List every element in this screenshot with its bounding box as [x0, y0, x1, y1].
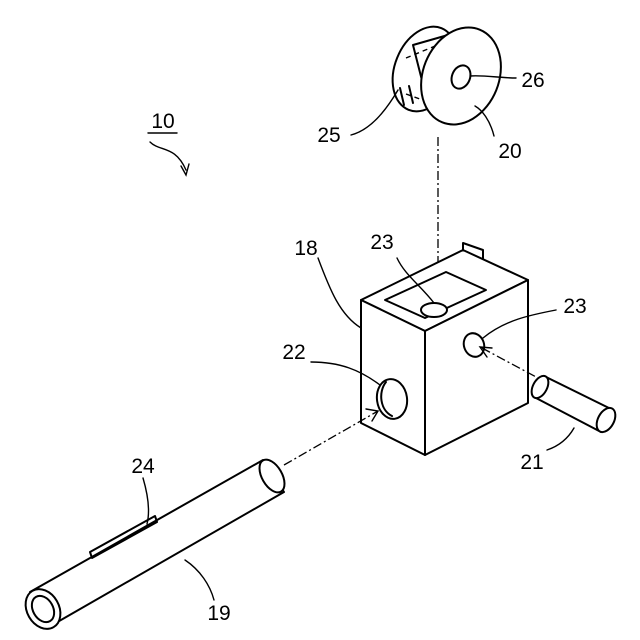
label-pin-hole-top: 23 [370, 231, 393, 254]
label-pulley: 20 [498, 140, 521, 163]
leader-21 [547, 428, 574, 450]
label-assembly: 10 [151, 110, 174, 133]
leader-24 [143, 478, 148, 524]
tube-19 [19, 455, 290, 635]
leader-10-arrow [181, 164, 189, 175]
leader-25 [351, 90, 398, 135]
pulley-20 [381, 15, 515, 136]
label-pin: 21 [520, 451, 543, 474]
label-axle-hole: 26 [521, 69, 544, 92]
label-groove: 25 [317, 124, 340, 147]
tube-center-line [284, 411, 378, 465]
label-slot: 24 [131, 455, 155, 478]
pin-21 [528, 373, 619, 435]
label-block: 18 [294, 237, 317, 260]
leader-19 [185, 560, 214, 600]
pin-hole-top [421, 303, 447, 317]
leader-18 [318, 258, 361, 328]
tube-body [30, 460, 284, 624]
label-block-bore: 22 [282, 341, 305, 364]
label-pin-hole-side: 23 [563, 295, 586, 318]
block-18 [361, 243, 528, 455]
label-tube: 19 [207, 602, 230, 625]
